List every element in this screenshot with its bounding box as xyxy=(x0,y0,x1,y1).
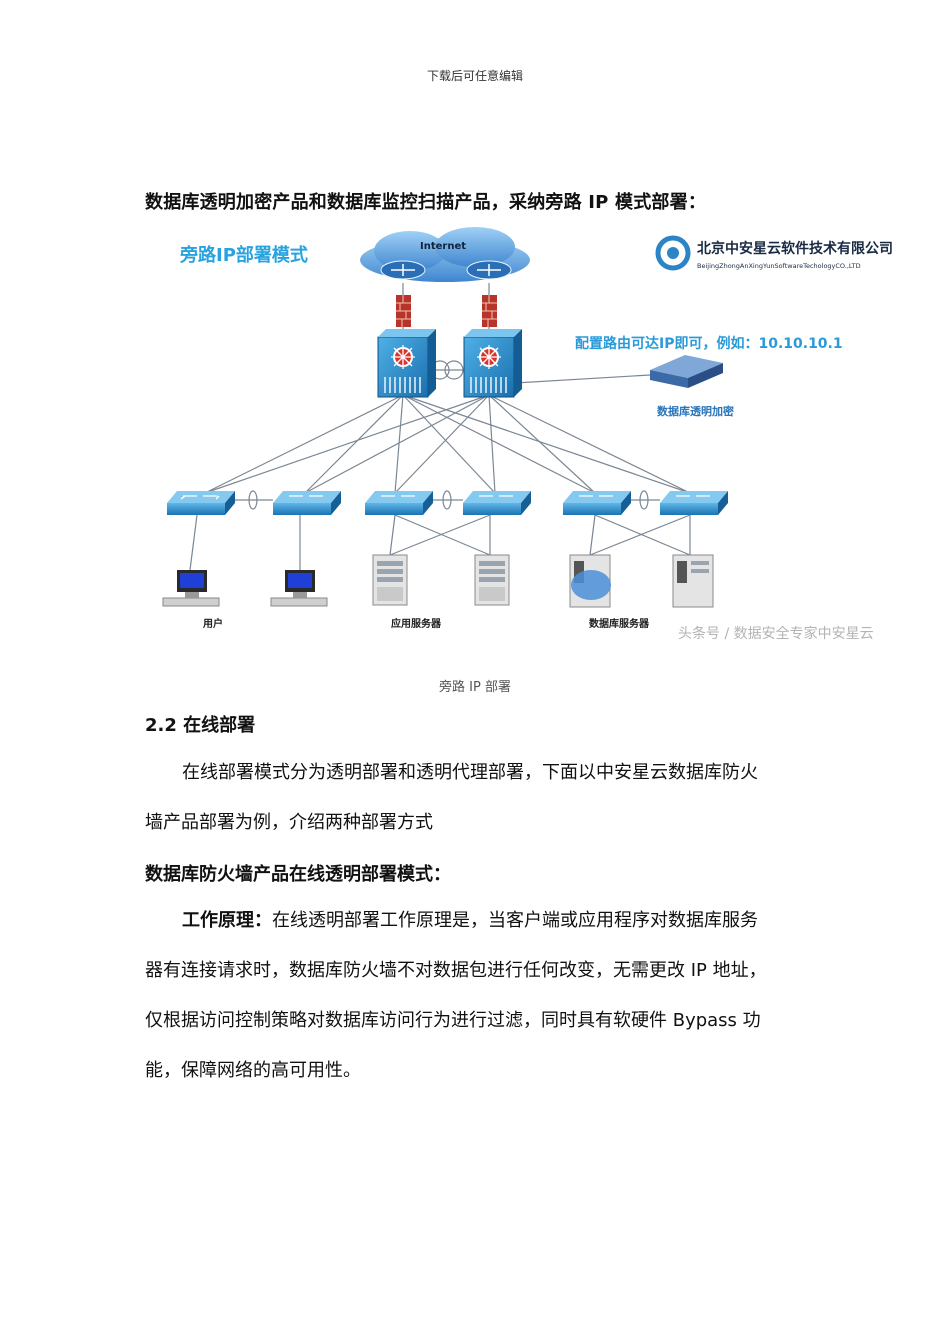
link-aggregation-marks xyxy=(248,360,649,510)
access-switch-icon xyxy=(365,491,433,515)
paragraph-principle: 工作原理：在线透明部署工作原理是，当客户端或应用程序对数据库服务 器有连接请求时… xyxy=(145,896,805,1096)
db-server-icon xyxy=(569,554,611,608)
access-switch-icon xyxy=(463,491,531,515)
company-name: 北京中安星云软件技术有限公司 xyxy=(697,240,893,257)
network-diagram: 旁路IP部署模式 北京中安星云软件技术有限公司 BeijingZhongAnXi… xyxy=(145,225,905,655)
diagram-title: 旁路IP部署模式 xyxy=(179,244,308,266)
company-logo xyxy=(655,235,691,271)
paragraph-line: 能，保障网络的高可用性。 xyxy=(145,1060,361,1081)
principle-text: 在线透明部署工作原理是，当客户端或应用程序对数据库服务 xyxy=(272,910,758,931)
network-links xyxy=(189,283,691,571)
access-switch-icon xyxy=(563,491,631,515)
firewall-icon xyxy=(396,295,411,327)
paragraph-line: 工作原理：在线透明部署工作原理是，当客户端或应用程序对数据库服务 xyxy=(145,896,805,946)
paragraph-intro: 在线部署模式分为透明部署和透明代理部署，下面以中安星云数据库防火 墙产品部署为例… xyxy=(145,748,805,848)
company-name-en: BeijingZhongAnXingYunSoftwareTechologyCO… xyxy=(697,262,861,270)
access-switch-icon xyxy=(660,491,728,515)
principle-label: 工作原理： xyxy=(182,910,272,931)
page-header: 下载后可任意编辑 xyxy=(426,69,523,83)
internet-label: Internet xyxy=(420,241,466,252)
figure-caption: 旁路 IP 部署 xyxy=(439,680,511,695)
paragraph-line: 仅根据访问控制策略对数据库访问行为进行过滤，同时具有软硬件 Bypass 功 xyxy=(145,1010,761,1031)
user-pc-icon xyxy=(270,570,328,607)
core-switch-icon xyxy=(463,329,522,398)
internet-cloud xyxy=(360,227,530,282)
user-pc-icon xyxy=(162,570,220,607)
access-switch-icon xyxy=(273,491,341,515)
firewall-icon xyxy=(482,295,497,327)
app-server-icon xyxy=(372,554,408,606)
access-switch-icon xyxy=(167,491,235,515)
subheading-transparent-mode: 数据库防火墙产品在线透明部署模式： xyxy=(145,864,451,885)
core-switch-icon xyxy=(377,329,436,398)
paragraph-line: 器有连接请求时，数据库防火墙不对数据包进行任何改变，无需更改 IP 地址， xyxy=(145,960,767,981)
encryption-appliance-icon xyxy=(650,355,723,388)
paragraph-line: 墙产品部署为例，介绍两种部署方式 xyxy=(145,812,433,833)
paragraph-line: 在线部署模式分为透明部署和透明代理部署，下面以中安星云数据库防火 xyxy=(182,762,758,783)
group-label-app: 应用服务器 xyxy=(391,617,442,630)
group-label-users: 用户 xyxy=(202,617,223,630)
section-title: 2.2 在线部署 xyxy=(145,715,256,736)
app-server-icon xyxy=(474,554,510,606)
watermark: 头条号 / 数据安全专家中安星云 xyxy=(678,625,874,642)
route-note: 配置路由可达IP即可，例如：10.10.10.1 xyxy=(575,335,843,352)
db-server-icon xyxy=(672,554,714,608)
group-label-db: 数据库服务器 xyxy=(589,617,650,630)
section-heading-bypass: 数据库透明加密产品和数据库监控扫描产品，采纳旁路 IP 模式部署： xyxy=(145,192,707,213)
device-label: 数据库透明加密 xyxy=(657,404,734,418)
